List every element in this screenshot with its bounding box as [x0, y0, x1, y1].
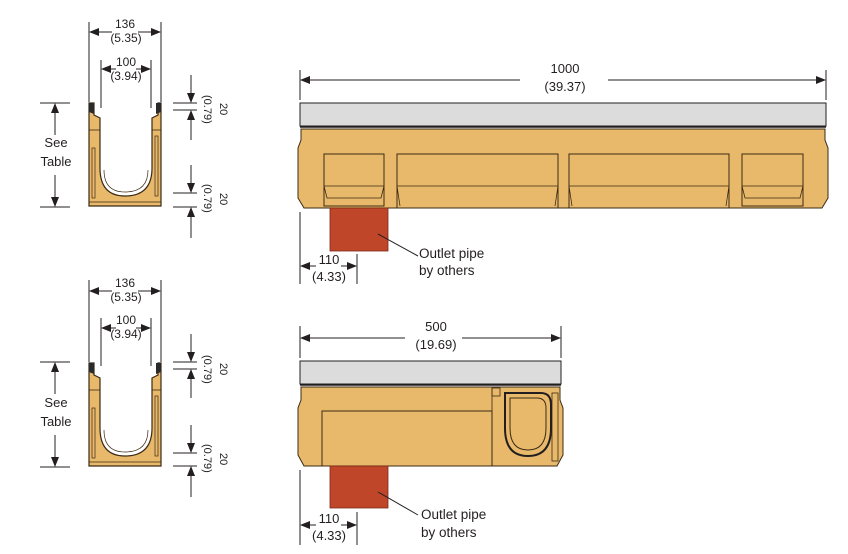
dim-overall-width-mm: 136 — [114, 17, 136, 31]
dim-length-mm: 500 — [425, 319, 447, 334]
dim-inner-width-mm: 100 — [115, 55, 137, 69]
dim-outlet-offset-mm: 110 — [318, 511, 340, 526]
dim-overall-width-in: (5.35) — [110, 290, 142, 304]
outlet-pipe-500 — [329, 465, 389, 509]
dim-overall-width-mm: 136 — [114, 276, 136, 290]
outlet-note-line1: Outlet pipe — [421, 507, 487, 522]
cross-section-bottom — [40, 280, 197, 497]
dim-top-offset-in: (0.79) — [201, 355, 213, 384]
dim-overall-width-in: (5.35) — [110, 31, 142, 45]
see-table-line1: See — [44, 135, 68, 150]
side-view-500 — [297, 326, 564, 545]
outlet-note-line1: Outlet pipe — [419, 246, 485, 261]
dim-inner-width-in: (3.94) — [110, 327, 142, 341]
outlet-pipe-1000 — [329, 207, 389, 252]
outlet-note-line2: by others — [419, 263, 475, 278]
see-table-line2: Table — [40, 154, 72, 169]
see-table-line2: Table — [40, 414, 72, 429]
dim-length-in: (39.37) — [544, 79, 586, 94]
dim-outlet-offset-in: (4.33) — [312, 528, 346, 543]
see-table-line1: See — [44, 395, 68, 410]
dim-length-in: (19.69) — [415, 337, 457, 352]
dim-outlet-offset-in: (4.33) — [312, 269, 346, 284]
side-view-1000 — [297, 70, 829, 284]
dim-top-offset-mm: 20 — [217, 363, 229, 376]
dim-outlet-offset-mm: 110 — [318, 252, 340, 267]
dim-inner-width-in: (3.94) — [110, 69, 142, 83]
dim-inner-width-mm: 100 — [115, 313, 137, 327]
dim-top-offset-mm: 20 — [217, 103, 229, 116]
dim-bottom-offset-mm: 20 — [217, 453, 229, 466]
dim-bottom-offset-in: (0.79) — [201, 444, 213, 473]
cross-section-top — [40, 22, 197, 238]
dim-top-offset-in: (0.79) — [201, 95, 213, 124]
dim-bottom-offset-in: (0.79) — [201, 184, 213, 213]
outlet-note-line2: by others — [421, 525, 477, 540]
dim-length-mm: 1000 — [550, 61, 580, 76]
dim-bottom-offset-mm: 20 — [217, 193, 229, 206]
